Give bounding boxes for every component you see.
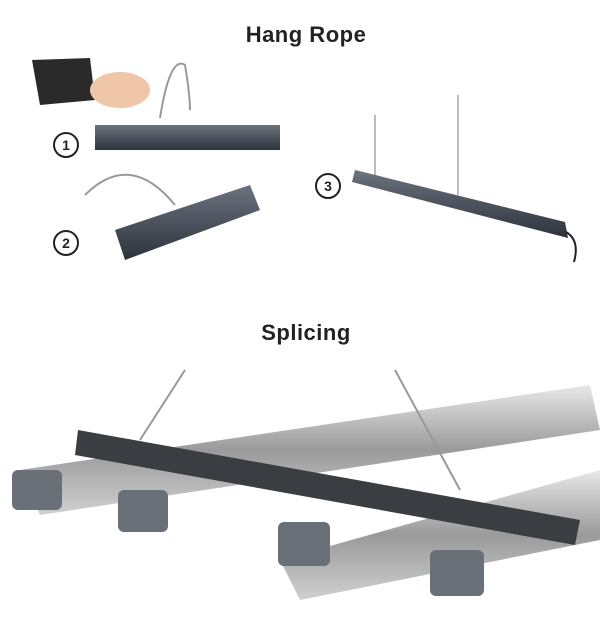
splice-lamp-a	[20, 385, 600, 515]
end-cap	[118, 490, 168, 532]
step-1-badge: 1	[53, 132, 79, 158]
lamp-2	[115, 185, 260, 260]
end-cap	[278, 522, 330, 566]
lamp-3	[352, 170, 568, 238]
splice-bar	[75, 430, 580, 545]
end-cap	[12, 470, 62, 510]
step-3-badge: 3	[315, 173, 341, 199]
step-2-badge: 2	[53, 230, 79, 256]
end-cap	[430, 550, 484, 596]
lamp-1	[95, 125, 280, 150]
hang-rope-title: Hang Rope	[245, 22, 367, 47]
hand	[90, 72, 150, 108]
sleeve	[32, 58, 95, 105]
splice-lamp-b	[280, 470, 600, 600]
splicing-title: Splicing	[261, 320, 351, 345]
